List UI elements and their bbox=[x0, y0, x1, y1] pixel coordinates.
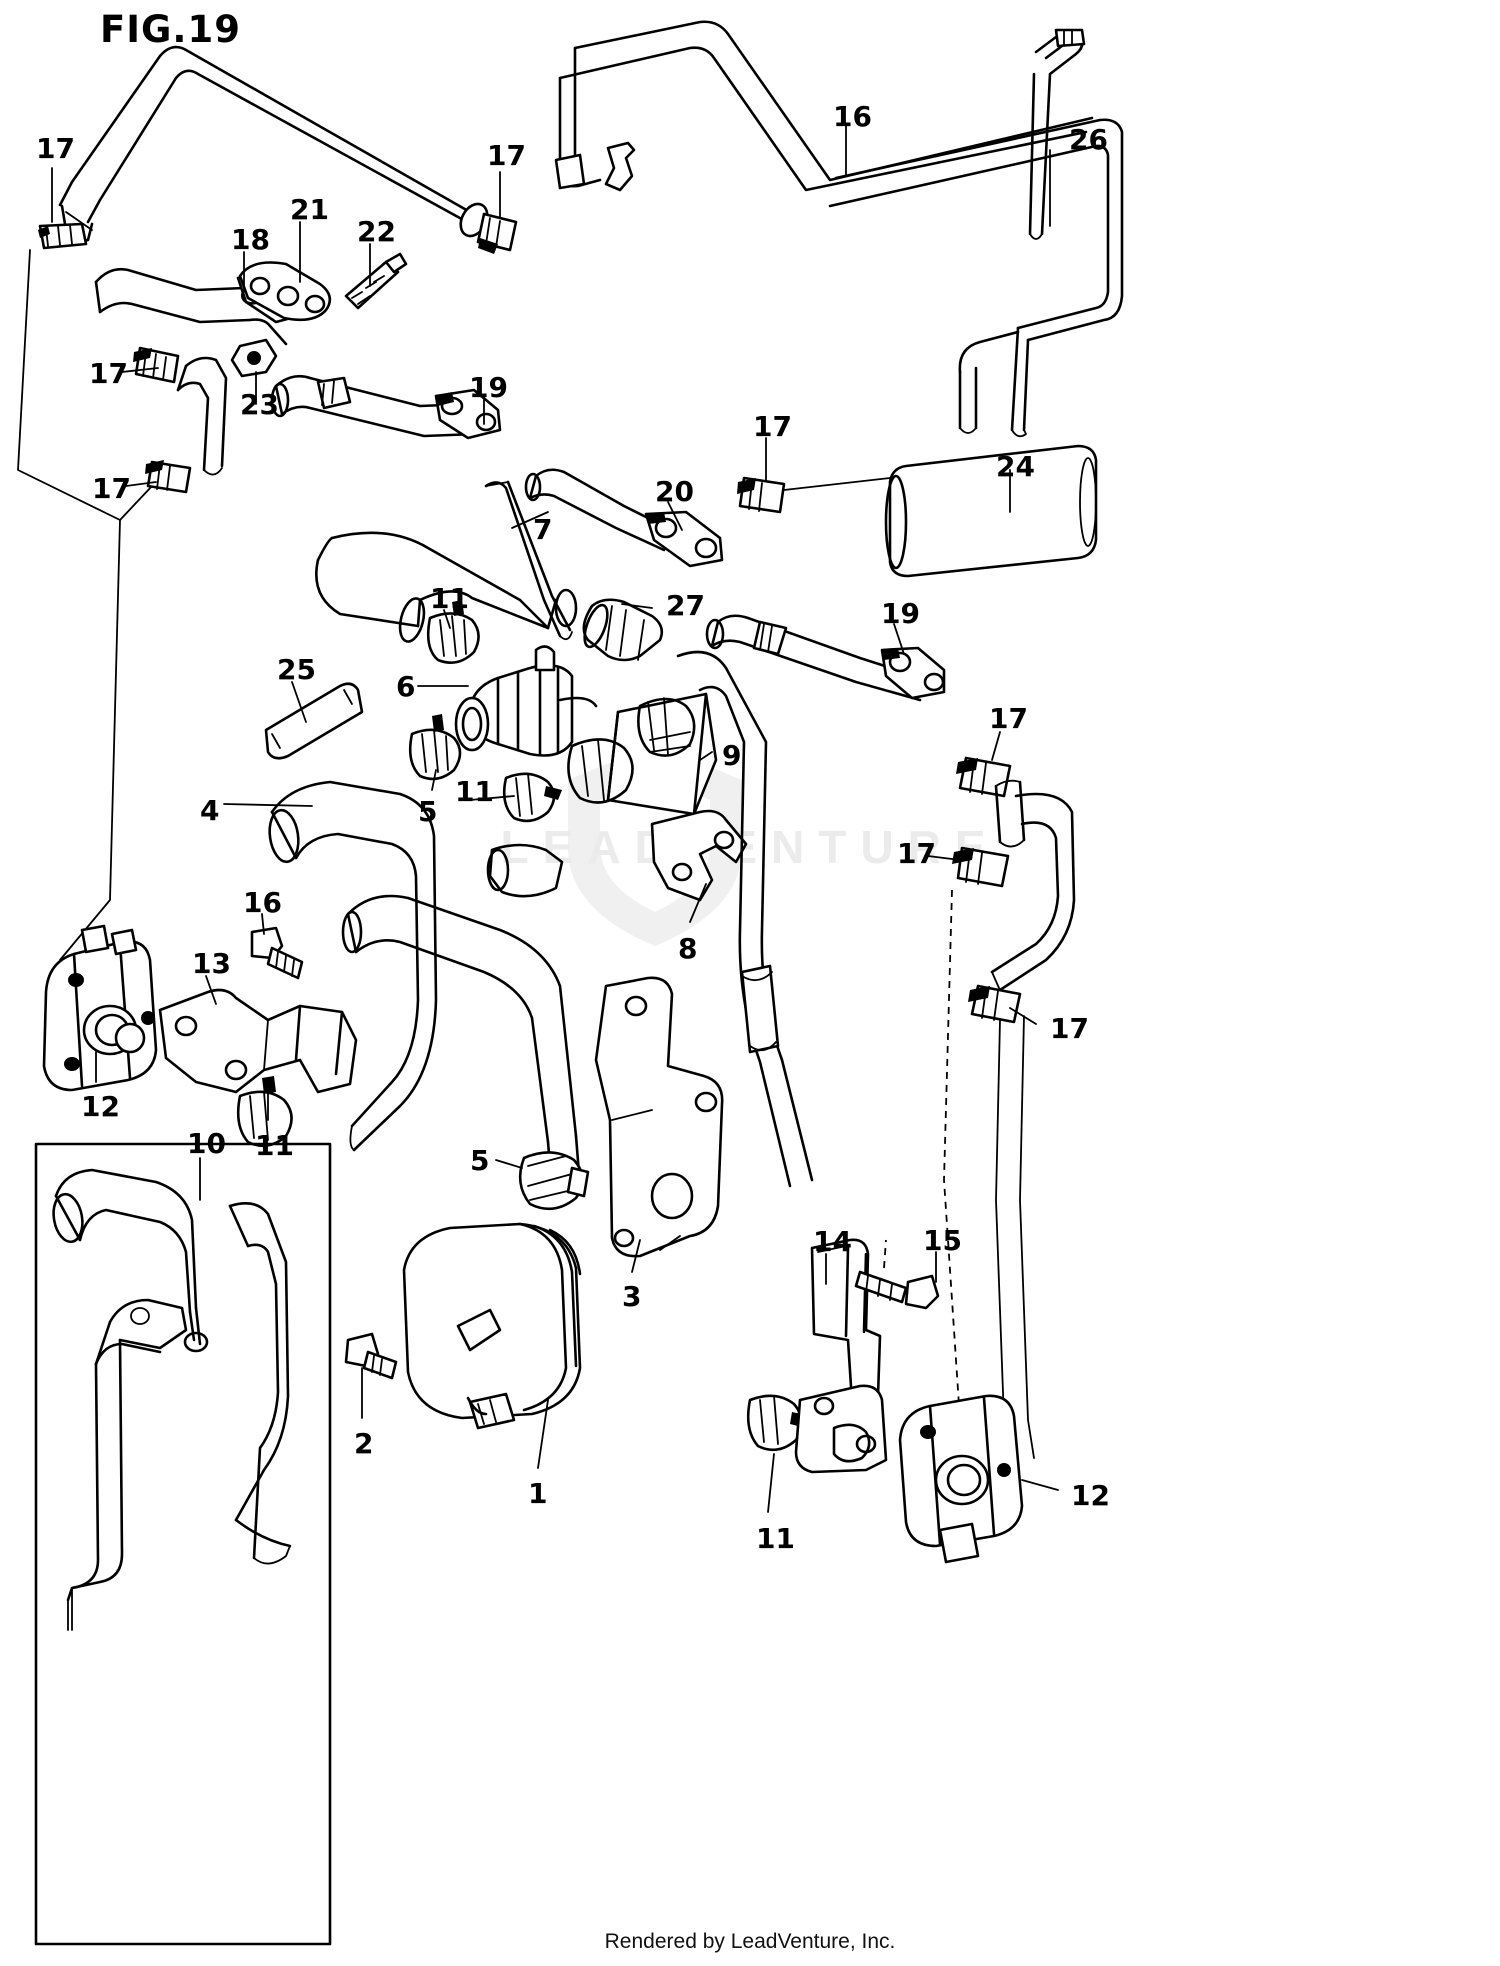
callout-14[interactable]: 14 bbox=[813, 1225, 852, 1258]
callout-11[interactable]: 11 bbox=[430, 582, 469, 615]
callout-13[interactable]: 13 bbox=[192, 947, 231, 980]
callout-11[interactable]: 11 bbox=[756, 1522, 795, 1555]
callout-16[interactable]: 16 bbox=[833, 100, 872, 133]
callout-8[interactable]: 8 bbox=[678, 932, 698, 965]
callout-17[interactable]: 17 bbox=[92, 472, 131, 505]
callout-17[interactable]: 17 bbox=[487, 139, 526, 172]
callout-9[interactable]: 9 bbox=[722, 739, 742, 772]
callout-19[interactable]: 19 bbox=[469, 371, 508, 404]
callout-5[interactable]: 5 bbox=[470, 1144, 490, 1177]
callout-4[interactable]: 4 bbox=[200, 794, 220, 827]
callout-3[interactable]: 3 bbox=[622, 1280, 642, 1313]
callout-5[interactable]: 5 bbox=[418, 795, 438, 828]
callout-19[interactable]: 19 bbox=[881, 597, 920, 630]
callout-24[interactable]: 24 bbox=[996, 450, 1035, 483]
callout-21[interactable]: 21 bbox=[290, 193, 329, 226]
callout-11[interactable]: 11 bbox=[255, 1129, 294, 1162]
callout-27[interactable]: 27 bbox=[666, 589, 705, 622]
callout-16[interactable]: 16 bbox=[243, 886, 282, 919]
callout-7[interactable]: 7 bbox=[533, 513, 553, 546]
callout-12[interactable]: 12 bbox=[81, 1090, 120, 1123]
callout-10[interactable]: 10 bbox=[187, 1127, 226, 1160]
callout-22[interactable]: 22 bbox=[357, 215, 396, 248]
callout-17[interactable]: 17 bbox=[753, 410, 792, 443]
callout-15[interactable]: 15 bbox=[923, 1224, 962, 1257]
figure-title: FIG.19 bbox=[100, 8, 241, 51]
callout-18[interactable]: 18 bbox=[231, 223, 270, 256]
callout-12[interactable]: 12 bbox=[1071, 1479, 1110, 1512]
callout-11[interactable]: 11 bbox=[455, 775, 494, 808]
callout-1[interactable]: 1 bbox=[528, 1477, 548, 1510]
callout-23[interactable]: 23 bbox=[240, 388, 279, 421]
callout-17[interactable]: 17 bbox=[897, 837, 936, 870]
callout-25[interactable]: 25 bbox=[277, 653, 316, 686]
callout-17[interactable]: 17 bbox=[989, 702, 1028, 735]
callout-2[interactable]: 2 bbox=[354, 1427, 374, 1460]
callout-17[interactable]: 17 bbox=[89, 357, 128, 390]
callout-20[interactable]: 20 bbox=[655, 475, 694, 508]
callout-6[interactable]: 6 bbox=[396, 670, 416, 703]
footer-attribution: Rendered by LeadVenture, Inc. bbox=[604, 1930, 896, 1953]
callout-17[interactable]: 17 bbox=[36, 132, 75, 165]
callout-17[interactable]: 17 bbox=[1050, 1012, 1089, 1045]
callout-26[interactable]: 26 bbox=[1069, 123, 1108, 156]
